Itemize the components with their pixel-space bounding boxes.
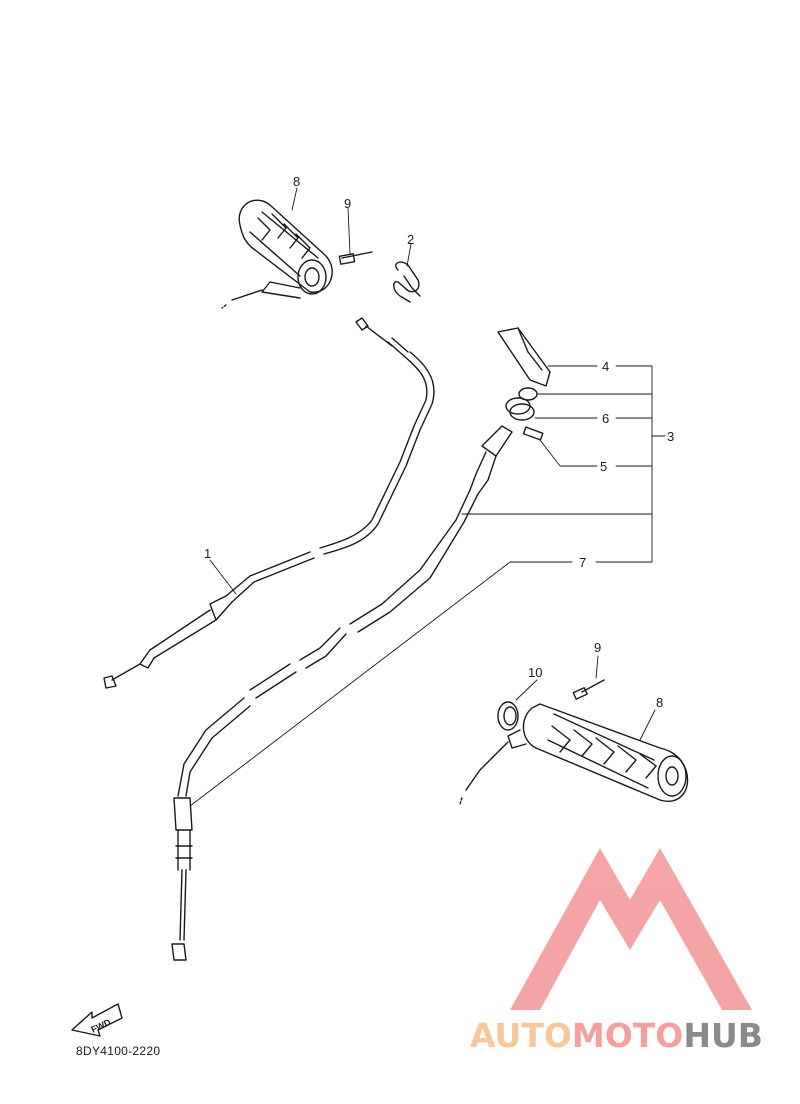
- callout-screw: 5: [600, 459, 607, 474]
- adjuster-upper: [518, 387, 538, 401]
- throttle-cable: [103, 317, 435, 689]
- leader-lines: [189, 187, 666, 807]
- callout-collar: 10: [528, 665, 542, 680]
- choke-cable: [171, 425, 513, 961]
- diagram-code: 8DY4100-2220: [76, 1044, 161, 1058]
- callout-cable-holder: 4: [602, 359, 609, 374]
- brand-logo-icon: [510, 848, 752, 1010]
- cable-holder: [497, 327, 551, 387]
- callout-throttle-cable: 1: [204, 546, 211, 561]
- screw-right: [572, 679, 605, 700]
- screw-left: [338, 251, 373, 265]
- brand-wordmark: AUTOMOTOHUB: [470, 1016, 763, 1055]
- callout-clip: 2: [407, 232, 414, 247]
- grip-right: [459, 703, 689, 805]
- fwd-arrow-icon: [71, 1003, 123, 1037]
- callout-screw-right: 9: [594, 640, 601, 655]
- callout-grip-left: 8: [293, 174, 300, 189]
- grip-left: [221, 199, 333, 309]
- clip: [393, 261, 421, 303]
- brand-part-1: AUTO: [470, 1016, 572, 1055]
- callout-choke-cable: 7: [579, 555, 586, 570]
- callout-screw-left: 9: [344, 196, 351, 211]
- brand-part-2: MOTO: [571, 1016, 684, 1055]
- callout-grip-right: 8: [656, 695, 663, 710]
- screw: [522, 426, 544, 441]
- collar: [497, 701, 519, 731]
- brand-part-3: HUB: [683, 1016, 763, 1055]
- adjuster: [505, 397, 535, 421]
- callout-throttle-housing: 3: [667, 429, 674, 444]
- callout-adjuster: 6: [602, 411, 609, 426]
